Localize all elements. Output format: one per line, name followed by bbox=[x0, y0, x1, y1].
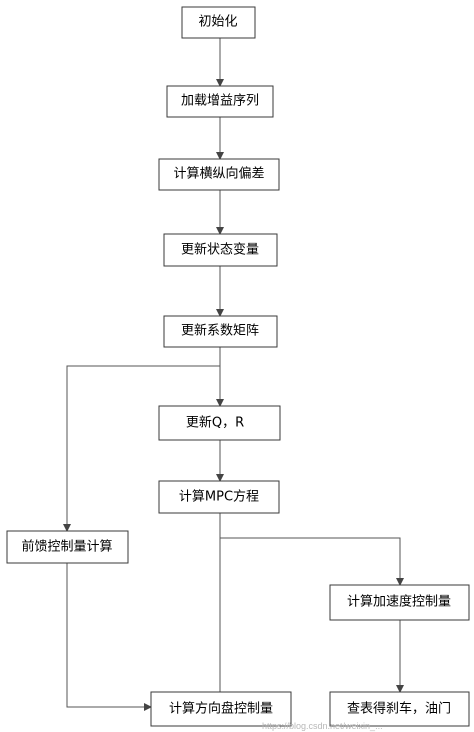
node-mpc-equation-label: 计算MPC方程 bbox=[179, 489, 259, 505]
node-steer-control: 计算方向盘控制量 bbox=[150, 691, 292, 727]
node-update-matrix: 更新系数矩阵 bbox=[163, 315, 278, 348]
node-update-state: 更新状态变量 bbox=[163, 233, 278, 267]
node-init: 初始化 bbox=[181, 6, 256, 39]
node-feedforward-label: 前馈控制量计算 bbox=[21, 539, 112, 555]
watermark: https://blog.csdn.net/weixin_... bbox=[262, 721, 383, 731]
node-load-gain: 加载增益序列 bbox=[166, 85, 274, 118]
node-accel-control: 计算加速度控制量 bbox=[329, 584, 470, 621]
node-brake-throttle-label: 查表得刹车，油门 bbox=[347, 701, 451, 717]
node-lateral-error-label: 计算横纵向偏差 bbox=[173, 166, 264, 182]
node-feedforward: 前馈控制量计算 bbox=[6, 530, 129, 564]
node-update-state-label: 更新状态变量 bbox=[181, 242, 259, 258]
edge-feedforward-to-steer-control bbox=[66, 563, 152, 711]
edge-update-matrix-to-feedforward bbox=[63, 365, 220, 532]
node-update-matrix-label: 更新系数矩阵 bbox=[181, 323, 259, 339]
edge-mpc-to-accel-control bbox=[220, 537, 404, 586]
node-steer-control-label: 计算方向盘控制量 bbox=[169, 701, 273, 717]
node-brake-throttle: 查表得刹车，油门 bbox=[329, 691, 470, 727]
node-load-gain-label: 加载增益序列 bbox=[181, 94, 259, 109]
node-accel-control-label: 计算加速度控制量 bbox=[347, 594, 451, 610]
node-mpc-equation: 计算MPC方程 bbox=[158, 480, 280, 514]
node-update-qr: 更新Q，R bbox=[158, 405, 281, 441]
node-update-qr-label: 更新Q，R bbox=[186, 415, 244, 431]
node-lateral-error: 计算横纵向偏差 bbox=[158, 158, 280, 191]
node-init-label: 初始化 bbox=[198, 15, 237, 30]
edges bbox=[63, 38, 404, 720]
